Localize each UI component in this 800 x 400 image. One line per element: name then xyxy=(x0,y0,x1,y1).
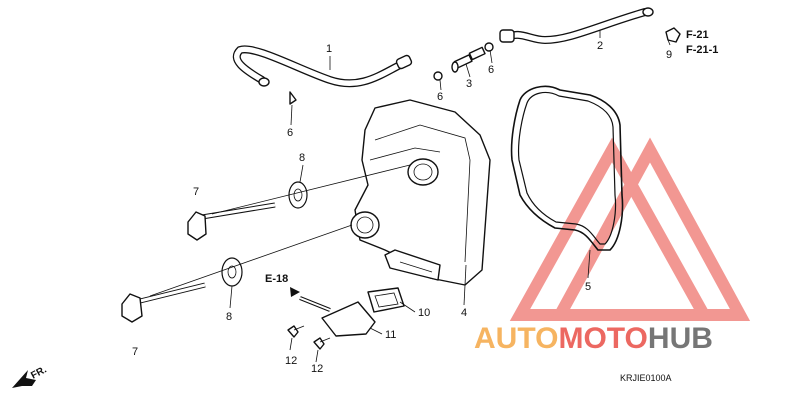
clamp-9 xyxy=(665,27,681,43)
breather-hose-1 xyxy=(232,45,413,88)
callout-10: 10 xyxy=(418,307,430,319)
callout-2: 2 xyxy=(597,40,603,52)
bolt-7-lower xyxy=(121,282,206,323)
bolt-7-upper xyxy=(187,202,276,241)
callout-11: 11 xyxy=(385,329,396,341)
e18-arrow xyxy=(290,287,300,297)
joint-3 xyxy=(451,46,486,73)
watermark-part-hub: HUB xyxy=(648,322,713,355)
grommet-8-lower xyxy=(221,257,243,287)
cylinder-head-cover-4 xyxy=(350,99,491,286)
callout-4: 4 xyxy=(461,307,467,319)
leader-lower-bolt xyxy=(149,224,353,297)
drawing-code: KRJIE0100A xyxy=(620,373,672,383)
watermark-logo-triangle xyxy=(509,137,751,321)
plate-11 xyxy=(299,296,376,337)
front-direction-arrow xyxy=(12,370,36,388)
callout-7-a: 7 xyxy=(193,186,199,198)
ref-f21-1: F-21-1 xyxy=(686,44,718,56)
ref-e18: E-18 xyxy=(265,273,288,285)
callout-12-b: 12 xyxy=(311,363,323,375)
breather-hose-2 xyxy=(499,7,654,45)
callout-8-b: 8 xyxy=(226,311,232,323)
callout-6-c: 6 xyxy=(287,127,293,139)
callout-1: 1 xyxy=(326,43,332,55)
clips-6 xyxy=(289,42,494,105)
head-cover-gasket-5 xyxy=(510,85,624,251)
grommet-8-upper xyxy=(288,181,308,209)
callout-6-b: 6 xyxy=(488,64,494,76)
ref-f21: F-21 xyxy=(686,29,709,41)
front-direction-label: FR. xyxy=(29,364,49,381)
seal-10 xyxy=(367,287,405,313)
callout-9: 9 xyxy=(666,49,672,61)
callout-5: 5 xyxy=(585,281,591,293)
callout-leaders xyxy=(229,30,671,363)
callout-6-a: 6 xyxy=(437,91,443,103)
callout-8-a: 8 xyxy=(299,152,305,164)
leader-upper-bolt xyxy=(211,164,411,215)
watermark-part-moto: MOTO xyxy=(558,322,647,355)
bolts-12 xyxy=(287,325,331,350)
watermark-text: AUTOMOTOHUB xyxy=(474,322,713,355)
watermark-part-auto: AUTO xyxy=(474,322,558,355)
callout-3: 3 xyxy=(466,78,472,90)
callout-12-a: 12 xyxy=(285,355,297,367)
callout-7-b: 7 xyxy=(132,346,138,358)
